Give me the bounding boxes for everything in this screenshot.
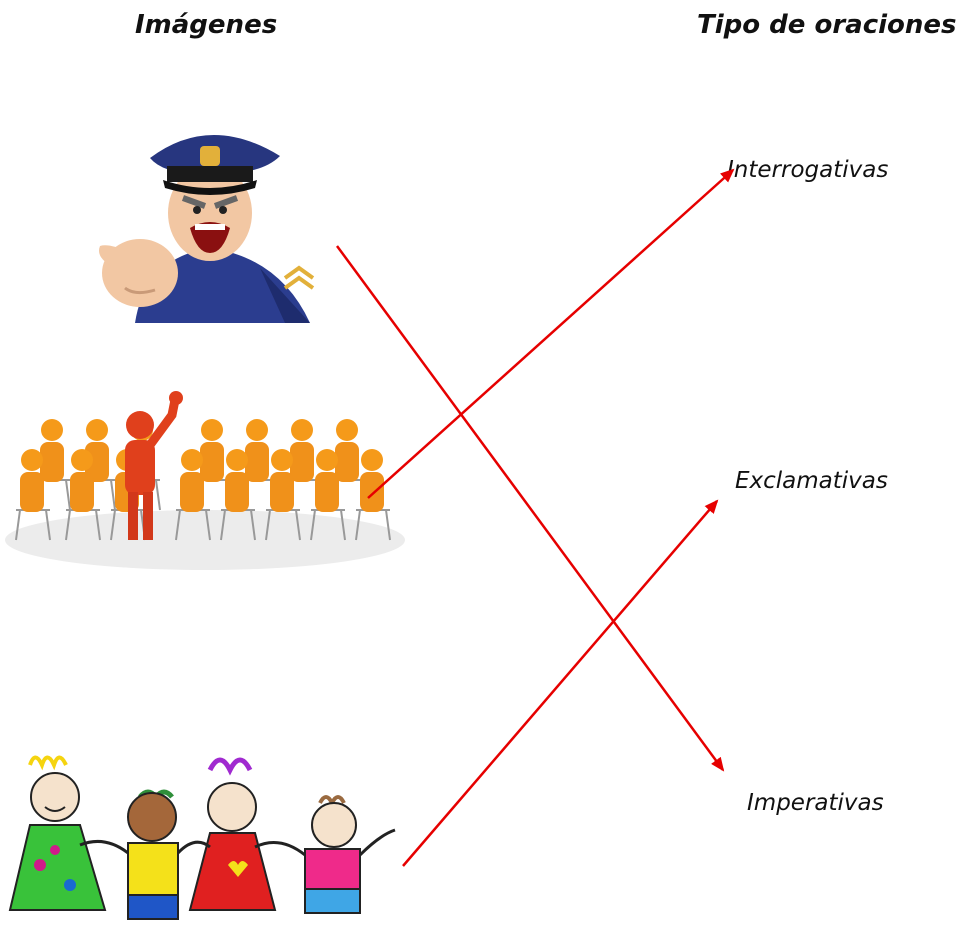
exclamativas-label: Exclamativas xyxy=(735,468,888,494)
audience-member xyxy=(41,419,63,441)
audience-member xyxy=(226,449,248,471)
audience-member-body xyxy=(360,472,384,512)
audience-member-body xyxy=(85,442,109,482)
audience-member xyxy=(361,449,383,471)
audience-member-body xyxy=(245,442,269,482)
audience-member-body xyxy=(180,472,204,512)
audience-member xyxy=(291,419,313,441)
dancing-children-image xyxy=(8,755,396,920)
audience-member xyxy=(21,449,43,471)
police-officer-image xyxy=(99,134,315,323)
imperativas-label: Imperativas xyxy=(747,790,884,816)
images-heading: Imágenes xyxy=(135,10,278,40)
audience-member-body xyxy=(70,472,94,512)
audience-member xyxy=(71,449,93,471)
audience-member xyxy=(246,419,268,441)
interrogativas-label: Interrogativas xyxy=(727,157,889,183)
audience-member-body xyxy=(270,472,294,512)
audience-member-body xyxy=(335,442,359,482)
audience-member xyxy=(86,419,108,441)
audience-member-body xyxy=(200,442,224,482)
seated-crowd-image xyxy=(5,391,405,570)
audience-member-body xyxy=(290,442,314,482)
audience-member-body xyxy=(225,472,249,512)
audience-member xyxy=(181,449,203,471)
audience-member-body xyxy=(20,472,44,512)
arrow-kids-to-exclamativas xyxy=(402,499,719,867)
arrow-crowd-to-interrogativas xyxy=(367,168,735,499)
sentence-types-heading: Tipo de oraciones xyxy=(697,10,957,40)
audience-member xyxy=(336,419,358,441)
audience-member xyxy=(271,449,293,471)
audience-member-body xyxy=(315,472,339,512)
audience-member xyxy=(316,449,338,471)
audience-member-body xyxy=(40,442,64,482)
audience-member xyxy=(201,419,223,441)
arrow-police-to-imperativas xyxy=(335,245,725,772)
